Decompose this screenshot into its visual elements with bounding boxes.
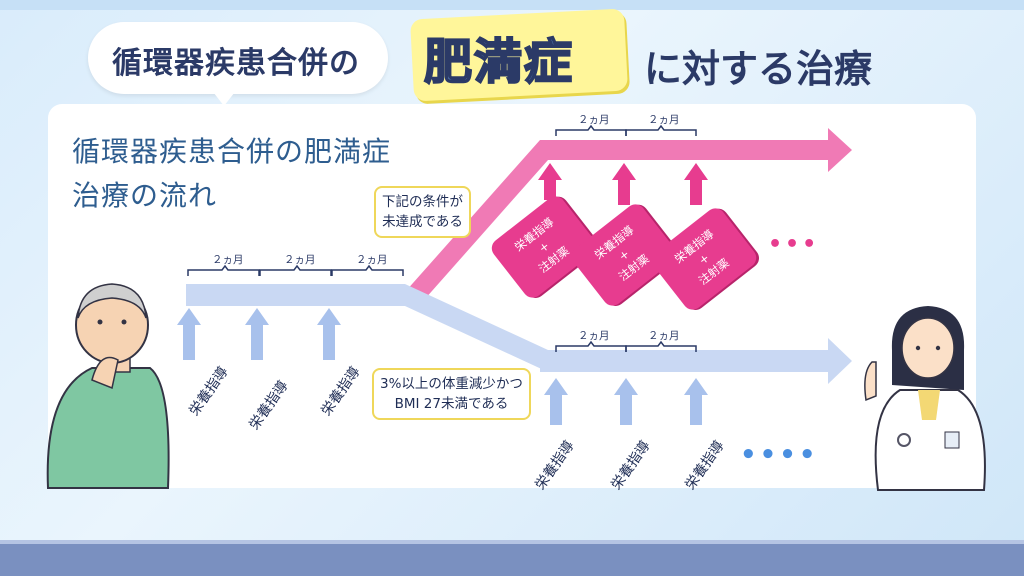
up-arrow: [538, 163, 562, 200]
brace: [187, 264, 260, 276]
up-arrow: [317, 308, 341, 360]
patient-eye: [97, 319, 103, 325]
title-bubble: [88, 22, 388, 94]
duration-label: ２ヵ月: [284, 254, 316, 266]
duration-label: ２ヵ月: [648, 114, 680, 126]
continuation-dots-pink: •••: [768, 232, 820, 257]
title-keyword: 肥満症: [423, 33, 575, 91]
heading-line2: 治療の流れ: [72, 179, 218, 212]
note-achieved: 3%以上の体重減少かつ BMI 27未満である: [372, 368, 531, 420]
bottom-band: [0, 544, 1024, 576]
up-arrow: [614, 378, 638, 425]
duration-label: ２ヵ月: [578, 114, 610, 126]
doctor-eye: [935, 345, 941, 351]
pink-up-arrows: [538, 163, 708, 205]
note-line: 未達成である: [382, 214, 463, 230]
initial-blue-path: [186, 284, 548, 372]
continuation-dots-blue: ••••: [740, 440, 819, 470]
up-arrow: [684, 378, 708, 425]
patient-hair: [77, 283, 147, 319]
title-part2: に対する治療: [644, 47, 873, 91]
bottom-accent-line: [0, 540, 1024, 544]
note-line: BMI 27未満である: [394, 396, 509, 412]
lower-up-arrows: [544, 378, 708, 425]
doctor-coat: [874, 389, 986, 491]
duration-label: ２ヵ月: [578, 330, 610, 342]
background-stripe: [0, 0, 1024, 10]
note-line: 3%以上の体重減少かつ: [380, 376, 523, 392]
up-arrow: [177, 308, 201, 360]
lower-blue-arrow: [540, 338, 852, 384]
id-badge-icon: [944, 431, 960, 449]
patient-illustration: [46, 283, 170, 489]
brace: [625, 340, 697, 352]
stethoscope-icon: [897, 433, 911, 447]
duration-label: ２ヵ月: [648, 330, 680, 342]
duration-braces: [187, 124, 697, 352]
title-part1: 循環器疾患合併の: [112, 46, 360, 81]
brace: [555, 124, 627, 136]
patient-hand: [91, 356, 119, 390]
note-line: 下記の条件が: [382, 194, 463, 210]
up-arrow: [544, 378, 568, 425]
up-arrow: [245, 308, 269, 360]
patient-eye: [121, 319, 127, 325]
doctor-illustration: [864, 306, 986, 491]
brace: [625, 124, 697, 136]
heading-line1: 循環器疾患合併の肥満症: [72, 135, 392, 168]
doctor-face: [901, 317, 955, 379]
initial-up-arrows: [177, 308, 341, 360]
up-arrow: [684, 163, 708, 205]
note-unachieved: 下記の条件が 未達成である: [374, 186, 471, 238]
doctor-shirt: [918, 390, 940, 420]
up-arrow: [612, 163, 636, 205]
duration-label: ２ヵ月: [212, 254, 244, 266]
brace: [259, 264, 332, 276]
title-bubble-tail: [210, 88, 238, 106]
doctor-eye: [915, 345, 921, 351]
patient-body: [46, 367, 170, 489]
pink-path-arrow: [405, 128, 852, 300]
brace: [331, 264, 404, 276]
doctor-hand: [864, 361, 877, 402]
duration-label: ２ヵ月: [356, 254, 388, 266]
